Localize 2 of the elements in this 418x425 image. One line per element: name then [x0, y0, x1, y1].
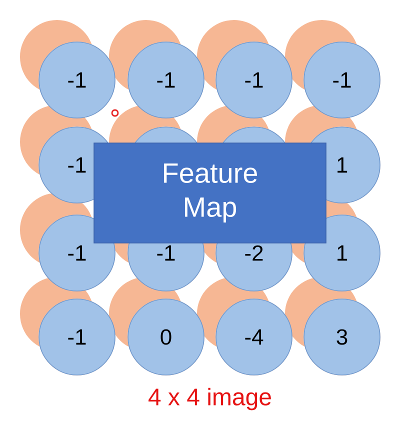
caption: 4 x 4 image: [148, 388, 271, 410]
feature-map-overlay: Feature Map: [94, 142, 326, 244]
